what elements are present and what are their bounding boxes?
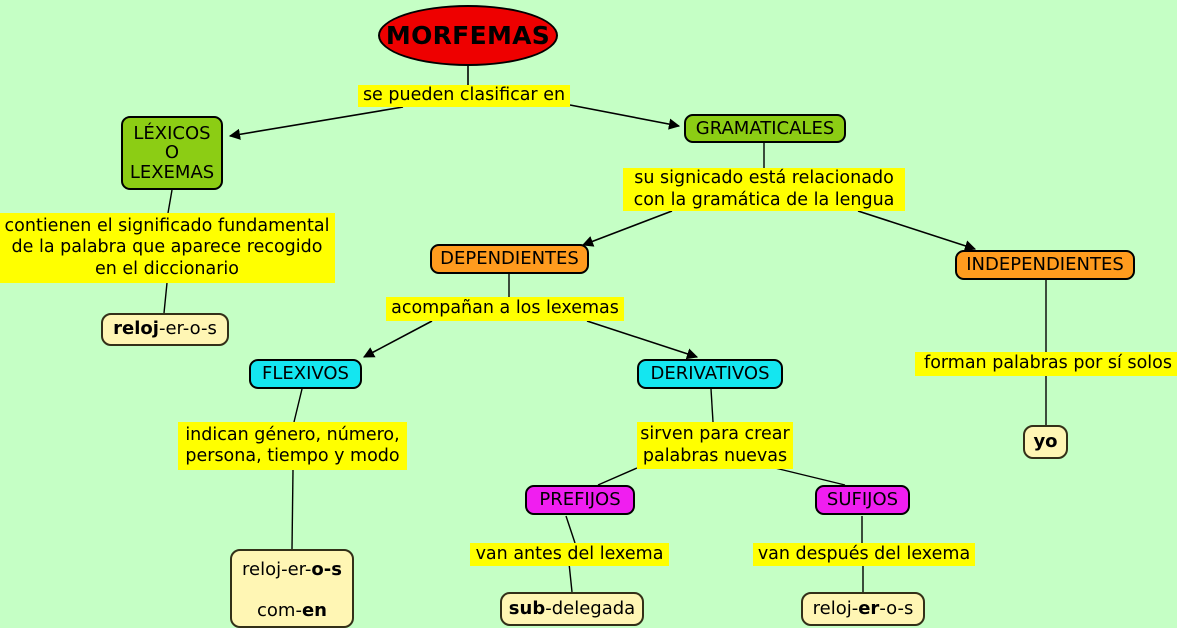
example-prefijo-text: sub-delegada bbox=[508, 597, 636, 620]
node-prefijos-label: PREFIJOS bbox=[539, 489, 621, 511]
edge-clasificar-to-lexicos bbox=[228, 106, 404, 140]
link-phrase-acompanan: acompañan a los lexemas bbox=[386, 297, 624, 321]
example-yo-bold: yo bbox=[1033, 430, 1058, 452]
edge-acompanan-to-flexivos bbox=[363, 320, 433, 358]
edge-prefijos-to-antes bbox=[565, 515, 576, 544]
example-flexivo-line2: com-en bbox=[257, 599, 327, 622]
edge-clasificar-to-gramaticales bbox=[569, 104, 681, 130]
node-flexivos[interactable]: FLEXIVOS bbox=[249, 359, 362, 389]
link-phrase-antes-line1: van antes del lexema bbox=[475, 543, 664, 564]
link-phrase-clasificar: se pueden clasificar en bbox=[358, 85, 570, 107]
node-lexicos-o-lexemas[interactable]: LÉXICOS O LEXEMAS bbox=[121, 116, 223, 190]
node-flexivos-label: FLEXIVOS bbox=[262, 363, 349, 385]
link-phrase-significado-lexemas-line2: de la palabra que aparece recogido bbox=[11, 237, 323, 258]
example-reloj-lexema[interactable]: reloj-er-o-s bbox=[101, 313, 229, 346]
link-phrase-significado-lexemas: contienen el significado fundamental de … bbox=[0, 213, 335, 283]
node-independientes-label: INDEPENDIENTES bbox=[966, 254, 1124, 276]
link-phrase-significado-lexemas-line1: contienen el significado fundamental bbox=[4, 215, 330, 236]
node-lexicos-line1: LÉXICOS bbox=[133, 123, 211, 145]
edge-acompanan-to-derivativos bbox=[586, 320, 699, 360]
example-flexivo[interactable]: reloj-er-o-s com-en bbox=[230, 549, 354, 628]
node-morfemas-label: MORFEMAS bbox=[385, 21, 551, 50]
example-prefijo[interactable]: sub-delegada bbox=[500, 592, 644, 626]
edge-flexivos-to-indican bbox=[293, 388, 303, 423]
node-prefijos[interactable]: PREFIJOS bbox=[525, 485, 635, 515]
edge-derivativos-to-crear bbox=[710, 388, 714, 423]
link-phrase-significado-gramatical: su signicado está relacionado con la gra… bbox=[623, 168, 905, 211]
example-prefijo-rest: -delegada bbox=[545, 597, 636, 619]
node-lexicos-line2: O bbox=[164, 142, 180, 164]
link-phrase-crear-line1: sirven para crear bbox=[640, 424, 790, 445]
example-reloj-lexema-rest: -er-o-s bbox=[158, 318, 217, 340]
link-phrase-significado-lexemas-line3: en el diccionario bbox=[95, 258, 239, 279]
link-phrase-significado-gramatical-line1: su signicado está relacionado bbox=[634, 168, 894, 189]
link-phrase-acompanan-line1: acompañan a los lexemas bbox=[391, 298, 619, 319]
example-flexivo-line2-bold: en bbox=[301, 599, 327, 621]
node-gramaticales-label: GRAMATICALES bbox=[695, 117, 835, 139]
edge-significado-to-independientes bbox=[857, 210, 977, 252]
node-sufijos-label: SUFIJOS bbox=[826, 489, 899, 511]
link-phrase-despues-line1: van después del lexema bbox=[757, 543, 971, 564]
edge-significado-to-reloj bbox=[163, 282, 168, 314]
edge-crear-to-sufijos bbox=[774, 467, 846, 486]
node-independientes[interactable]: INDEPENDIENTES bbox=[955, 250, 1135, 280]
edge-indican-to-example bbox=[291, 469, 294, 550]
example-independiente-yo[interactable]: yo bbox=[1023, 425, 1068, 459]
edge-lexicos-to-significado bbox=[167, 189, 173, 214]
example-sufijo[interactable]: reloj-er-o-s bbox=[801, 592, 925, 626]
node-lexicos-line3: LEXEMAS bbox=[129, 161, 215, 183]
example-prefijo-bold: sub bbox=[508, 597, 546, 619]
example-flexivo-line2-plain: com- bbox=[257, 599, 302, 621]
link-phrase-indican: indican género, número, persona, tiempo … bbox=[178, 422, 407, 470]
node-morfemas[interactable]: MORFEMAS bbox=[378, 5, 558, 66]
link-phrase-significado-gramatical-line2: con la gramática de la lengua bbox=[633, 189, 895, 210]
edge-significado-to-dependientes bbox=[581, 210, 673, 247]
example-sufijo-text: reloj-er-o-s bbox=[812, 597, 914, 620]
node-derivativos[interactable]: DERIVATIVOS bbox=[637, 359, 783, 389]
edge-crear-to-prefijos bbox=[597, 467, 638, 486]
node-gramaticales[interactable]: GRAMATICALES bbox=[684, 114, 846, 143]
link-phrase-indican-line2: persona, tiempo y modo bbox=[185, 446, 400, 466]
link-phrase-solos: forman palabras por sí solos bbox=[915, 352, 1177, 376]
link-phrase-crear-line2: palabras nuevas bbox=[642, 445, 788, 466]
example-sufijo-pre: reloj- bbox=[812, 597, 859, 619]
node-dependientes[interactable]: DEPENDIENTES bbox=[430, 244, 589, 274]
node-derivativos-label: DERIVATIVOS bbox=[650, 363, 770, 385]
link-phrase-despues: van después del lexema bbox=[753, 543, 975, 566]
node-sufijos[interactable]: SUFIJOS bbox=[815, 485, 910, 515]
link-phrase-antes: van antes del lexema bbox=[470, 543, 669, 566]
example-reloj-lexema-text: reloj-er-o-s bbox=[113, 318, 217, 340]
example-flexivo-line1-plain: reloj-er- bbox=[242, 559, 312, 580]
example-sufijo-bold: er bbox=[858, 597, 880, 619]
link-phrase-indican-line1: indican género, número, bbox=[185, 424, 400, 445]
example-flexivo-line1-bold: o-s bbox=[311, 559, 342, 580]
example-sufijo-post: -o-s bbox=[879, 597, 914, 619]
edge-antes-to-sub bbox=[568, 562, 573, 593]
link-phrase-crear: sirven para crear palabras nuevas bbox=[637, 422, 793, 469]
example-flexivo-line1: reloj-er-o-s bbox=[242, 559, 342, 581]
node-dependientes-label: DEPENDIENTES bbox=[440, 248, 579, 270]
link-phrase-solos-line1: forman palabras por sí solos bbox=[924, 353, 1172, 374]
link-phrase-clasificar-line1: se pueden clasificar en bbox=[362, 85, 566, 106]
example-yo-text: yo bbox=[1033, 430, 1058, 453]
example-reloj-lexema-bold: reloj bbox=[113, 318, 159, 340]
